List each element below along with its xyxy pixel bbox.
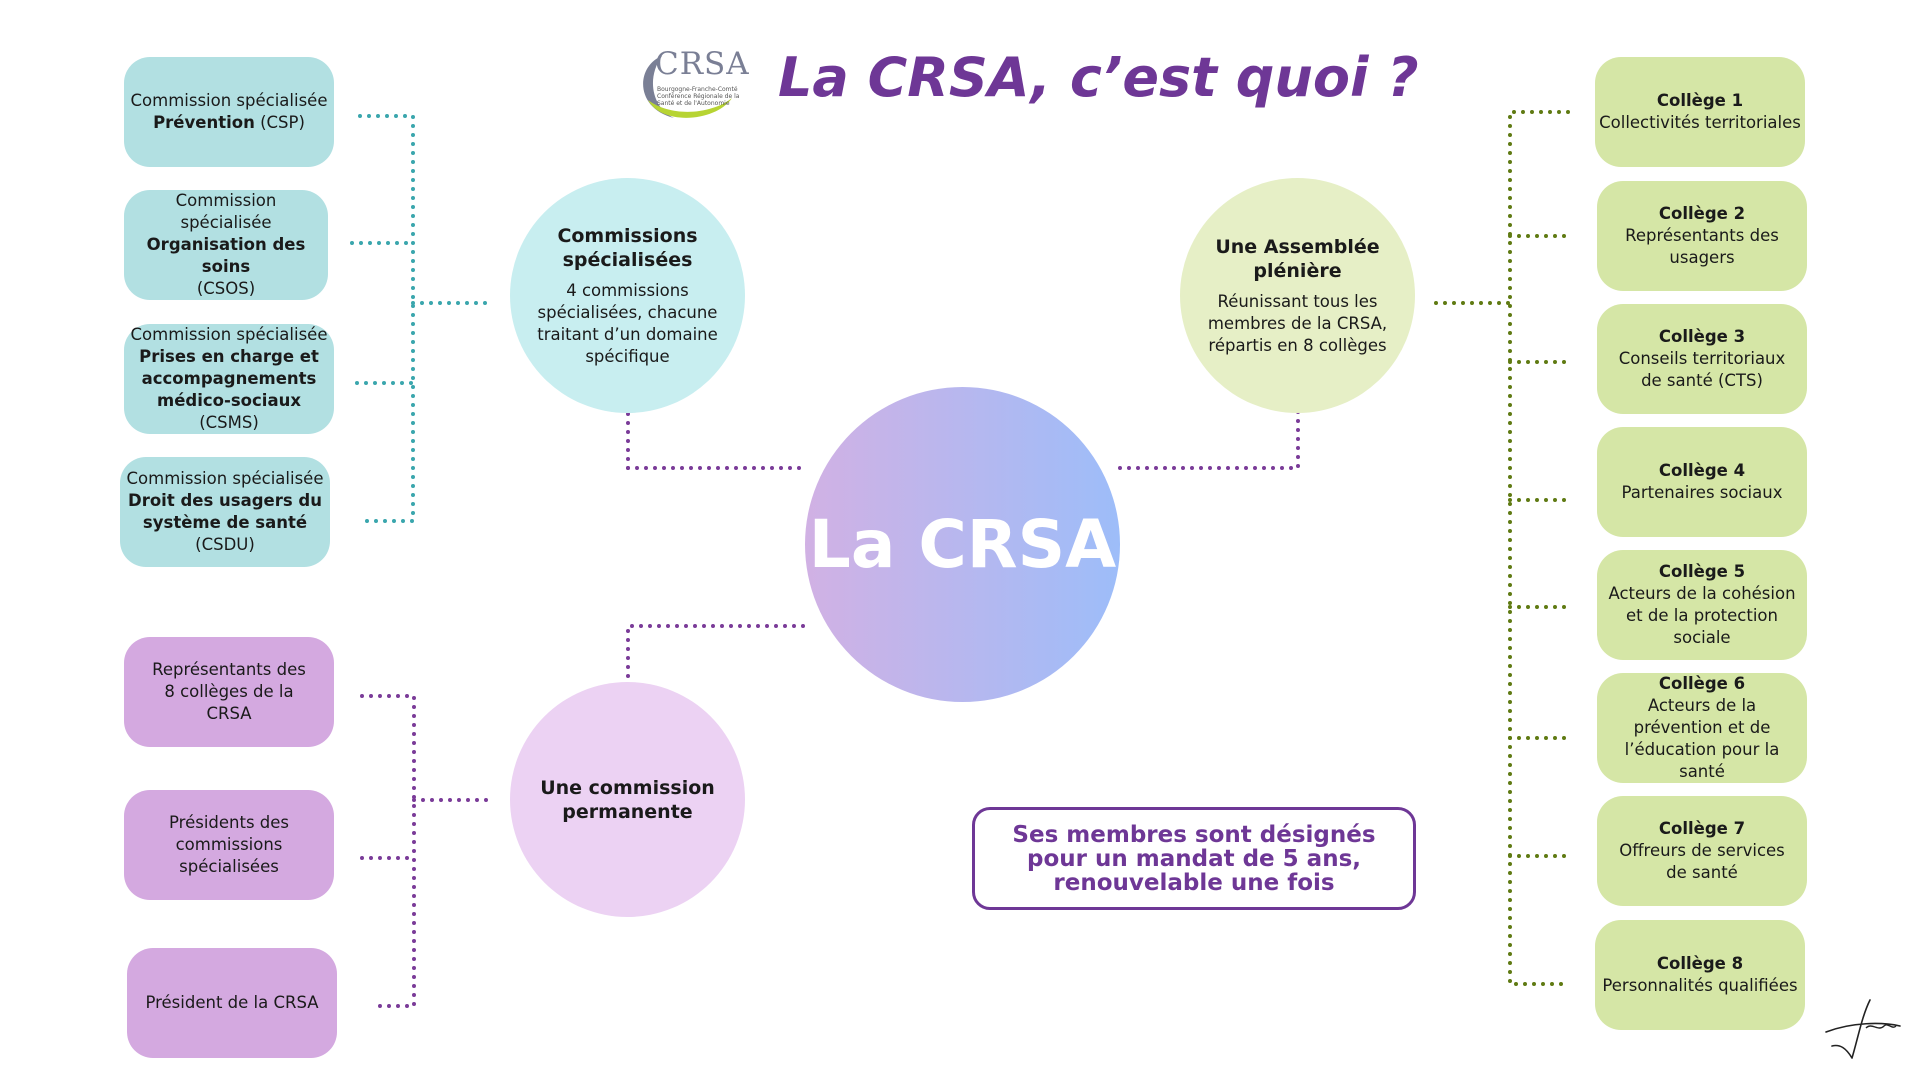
college-desc: Acteurs de la cohésion et de la protecti… [1608, 584, 1796, 647]
crsa-logo [643, 56, 732, 118]
assemblee-desc: Réunissant tous les membres de la CRSA, … [1207, 291, 1388, 355]
college-desc: Offreurs de services de santé [1619, 841, 1785, 882]
college-desc: Personnalités qualifiées [1602, 976, 1798, 995]
commission-box-csp: Commission spécialisée Prévention (CSP) [124, 57, 334, 167]
college-title: Collège 1 [1656, 91, 1744, 110]
commission-prefix: Commission spécialisée [126, 469, 324, 488]
permanente-circle: Une commission permanente [510, 682, 745, 917]
assemblee-circle: Une Assemblée plénière Réunissant tous l… [1180, 178, 1415, 413]
logo-wordmark: CRSA [655, 46, 750, 82]
college-title: Collège 6 [1658, 674, 1746, 693]
college-box-1: Collège 1 Collectivités territoriales [1595, 57, 1805, 167]
member-label: Présidents des commissions spécialisées [168, 813, 290, 876]
college-title: Collège 7 [1658, 819, 1746, 838]
commission-name-line: Prévention (CSP) [153, 112, 305, 134]
commission-prefix: Commission spécialisée [130, 325, 328, 344]
commission-name: Droit des usagers du système de santé [128, 491, 322, 532]
college-desc: Acteurs de la prévention et de l’éducati… [1624, 696, 1780, 781]
crsa-center-circle: La CRSA [805, 387, 1120, 702]
commission-prefix: Commission spécialisée [175, 191, 277, 232]
college-title: Collège 4 [1658, 461, 1746, 480]
commission-name: Prévention [153, 113, 255, 132]
member-label: Représentants des 8 collèges de la CRSA [152, 660, 306, 723]
member-label: Président de la CRSA [145, 993, 319, 1012]
college-desc: Conseils territoriaux de santé (CTS) [1618, 349, 1786, 390]
college-box-2: Collège 2 Représentants des usagers [1597, 181, 1807, 291]
commission-acronym: (CSP) [254, 113, 305, 132]
college-title: Collège 8 [1656, 954, 1744, 973]
college-box-6: Collège 6 Acteurs de la prévention et de… [1597, 673, 1807, 783]
center-label: La CRSA [808, 506, 1117, 583]
permanente-title: Une commission permanente [540, 776, 715, 823]
commission-box-csdu: Commission spécialisée Droit des usagers… [120, 457, 330, 567]
college-box-7: Collège 7 Offreurs de services de santé [1597, 796, 1807, 906]
assemblee-title: Une Assemblée plénière [1215, 235, 1380, 282]
permanente-member-box: Présidents des commissions spécialisées [124, 790, 334, 900]
mandate-note: Ses membres sont désignés pour un mandat… [972, 807, 1416, 910]
college-box-8: Collège 8 Personnalités qualifiées [1595, 920, 1805, 1030]
college-desc: Collectivités territoriales [1599, 113, 1801, 132]
college-title: Collège 5 [1658, 562, 1746, 581]
signature-mark [1825, 999, 1901, 1059]
commission-prefix: Commission spécialisée [130, 91, 328, 110]
commission-acronym: (CSMS) [199, 413, 259, 432]
commission-name-line: Prises en charge et accompagnements médi… [128, 346, 330, 434]
college-desc: Partenaires sociaux [1621, 483, 1783, 502]
commission-name: Prises en charge et accompagnements médi… [139, 347, 319, 410]
logo-subtitle: Bourgogne-Franche-Comté Conférence Régio… [657, 86, 740, 107]
commission-box-csms: Commission spécialisée Prises en charge … [124, 324, 334, 434]
commissions-circle: Commissions spécialisées 4 commissions s… [510, 178, 745, 413]
commissions-title: Commissions spécialisées [557, 224, 698, 271]
commission-name: Organisation des soins [146, 235, 306, 276]
commission-acronym: (CSOS) [196, 279, 256, 298]
commissions-desc: 4 commissions spécialisées, chacune trai… [537, 280, 718, 366]
college-box-5: Collège 5 Acteurs de la cohésion et de l… [1597, 550, 1807, 660]
college-box-4: Collège 4 Partenaires sociaux [1597, 427, 1807, 537]
commission-box-csos: Commission spécialisée Organisation des … [124, 190, 328, 300]
college-title: Collège 3 [1658, 327, 1746, 346]
college-title: Collège 2 [1658, 204, 1746, 223]
college-box-3: Collège 3 Conseils territoriaux de santé… [1597, 304, 1807, 414]
permanente-member-box: Représentants des 8 collèges de la CRSA [124, 637, 334, 747]
commission-name-line: Droit des usagers du système de santé (C… [124, 490, 326, 556]
commission-acronym: (CSDU) [195, 535, 255, 554]
page-title: La CRSA, c’est quoi ? [778, 46, 1419, 109]
permanente-member-box: Président de la CRSA [127, 948, 337, 1058]
college-desc: Représentants des usagers [1625, 226, 1779, 267]
